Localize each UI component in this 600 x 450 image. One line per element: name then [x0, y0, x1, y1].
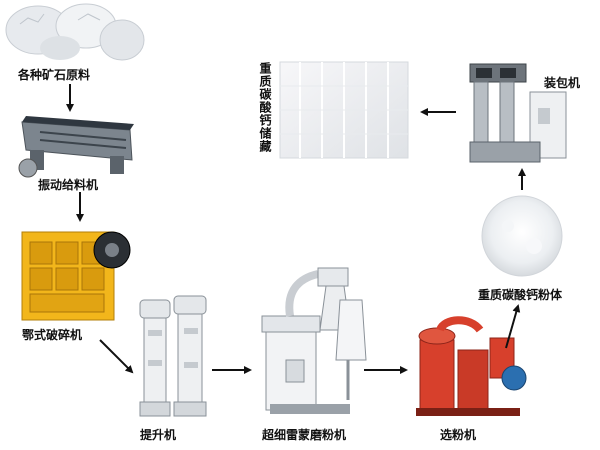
label-raymond-mill: 超细雷蒙磨粉机 [262, 428, 347, 442]
label-storage: 重质碳酸钙储藏 [258, 62, 272, 153]
label-packing-machine: 装包机 [544, 76, 581, 90]
packing-machine-image [469, 63, 567, 163]
label-vibrating-feeder: 振动给料机 [38, 178, 99, 192]
powder-image [481, 195, 563, 277]
label-powder: 重质碳酸钙粉体 [478, 288, 563, 302]
label-raw-ore: 各种矿石原料 [18, 68, 91, 82]
storage-bags-image [279, 61, 409, 159]
jaw-crusher-image [21, 231, 131, 321]
arrow-crusher-to-elevator [99, 339, 134, 374]
bucket-elevator-image [139, 295, 207, 417]
classifier-image [416, 316, 527, 416]
vibrating-feeder-image [18, 116, 134, 178]
raw-ore-image [5, 3, 145, 61]
label-classifier: 选粉机 [440, 428, 477, 442]
raymond-mill-image [261, 267, 367, 414]
arrow-classifier-to-powder [505, 304, 521, 349]
label-bucket-elevator: 提升机 [140, 428, 177, 442]
label-jaw-crusher: 鄂式破碎机 [22, 328, 83, 342]
